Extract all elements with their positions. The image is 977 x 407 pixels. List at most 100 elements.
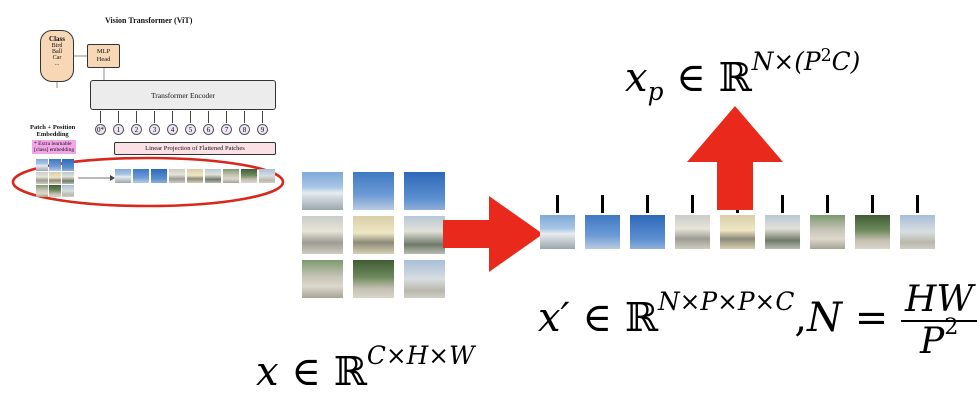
linear-projection-label: Linear Projection of Flattened Patches bbox=[145, 145, 245, 152]
image-patch bbox=[404, 172, 445, 210]
vit-grid-patch bbox=[62, 172, 74, 184]
sequence-tick bbox=[556, 195, 559, 213]
vit-grid-patch bbox=[62, 159, 74, 171]
formula-fraction: HW P2 bbox=[900, 279, 977, 362]
image-patch bbox=[302, 260, 343, 298]
vit-grid-patch bbox=[36, 172, 48, 184]
token-arrow bbox=[208, 111, 209, 123]
vit-sequence-patch bbox=[187, 169, 203, 183]
vit-connectors bbox=[11, 55, 285, 208]
token-arrow bbox=[172, 111, 173, 123]
sequence-tick bbox=[871, 195, 874, 213]
vit-sequence-patch bbox=[115, 169, 131, 183]
formula-patches: x′ ∈ ℝN×P×P×C,N = HW P2 bbox=[538, 282, 977, 360]
position-token: 5 bbox=[185, 124, 196, 135]
formula-input: x ∈ ℝC×H×W bbox=[256, 343, 475, 395]
embedding-label: Patch + Position Embedding bbox=[30, 124, 76, 138]
formula-exp: N×P×P×C bbox=[657, 286, 795, 316]
class-item: ... bbox=[54, 61, 60, 67]
formula-var: x′ bbox=[538, 295, 570, 341]
sequence-patch bbox=[855, 215, 890, 249]
formula-op: ∈ bbox=[291, 349, 321, 395]
vit-sequence-patch bbox=[241, 169, 257, 183]
position-token: 4 bbox=[167, 124, 178, 135]
sequence-patch bbox=[720, 215, 755, 249]
transformer-encoder-box: Transformer Encoder bbox=[90, 80, 276, 110]
class-item: Ball bbox=[52, 49, 62, 55]
sequence-tick bbox=[646, 195, 649, 213]
vit-grid-patch bbox=[49, 172, 61, 184]
formula-var: x bbox=[256, 349, 279, 395]
formula-set: ℝ bbox=[333, 349, 367, 395]
up-arrow-icon bbox=[687, 106, 783, 210]
formula-numerator: HW bbox=[904, 279, 974, 320]
formula-eq: = bbox=[854, 295, 889, 341]
class-item: Car bbox=[52, 55, 62, 61]
vit-grid-patch bbox=[49, 159, 61, 171]
formula-op: ∈ bbox=[582, 295, 612, 341]
image-patch bbox=[404, 260, 445, 298]
token-arrow bbox=[136, 111, 137, 123]
image-patch bbox=[353, 260, 394, 298]
vit-sequence-patch bbox=[223, 169, 239, 183]
formula-projected: xp ∈ ℝN×(P2C) bbox=[625, 48, 860, 104]
formula-var: x bbox=[625, 55, 648, 101]
sequence-tick bbox=[916, 195, 919, 213]
position-token: 3 bbox=[149, 124, 160, 135]
sequence-tick bbox=[601, 195, 604, 213]
image-patch bbox=[302, 216, 343, 254]
vit-sequence-patch bbox=[205, 169, 221, 183]
image-patch bbox=[353, 216, 394, 254]
image-patch bbox=[353, 172, 394, 210]
sequence-tick bbox=[781, 195, 784, 213]
sequence-patch bbox=[810, 215, 845, 249]
formula-sub: p bbox=[647, 76, 664, 106]
right-arrow-icon bbox=[443, 196, 543, 272]
sequence-patch bbox=[630, 215, 665, 249]
sequence-tick bbox=[826, 195, 829, 213]
sequence-patch bbox=[675, 215, 710, 249]
sequence-patch bbox=[585, 215, 620, 249]
token-arrow bbox=[226, 111, 227, 123]
formula-n: N bbox=[807, 295, 843, 341]
position-token: 2 bbox=[131, 124, 142, 135]
vit-grid-patch bbox=[62, 185, 74, 197]
formula-exp: N×(P bbox=[751, 46, 821, 76]
sequence-patch bbox=[900, 215, 935, 249]
position-token: 6 bbox=[203, 124, 214, 135]
vit-title: Vision Transformer (ViT) bbox=[105, 16, 193, 25]
linear-projection-box: Linear Projection of Flattened Patches bbox=[114, 142, 276, 155]
position-token: 9 bbox=[257, 124, 268, 135]
image-patch bbox=[302, 172, 343, 210]
mlp-head-label: MLP Head bbox=[96, 48, 111, 63]
position-token: 0* bbox=[95, 124, 106, 135]
vit-grid-patch bbox=[36, 159, 48, 171]
mlp-head-box: MLP Head bbox=[87, 44, 120, 68]
formula-op: ∈ bbox=[676, 55, 706, 101]
formula-exp-suffix: C) bbox=[831, 46, 861, 76]
vit-grid-patch bbox=[36, 185, 48, 197]
vit-sequence-patch bbox=[133, 169, 149, 183]
token-arrow bbox=[100, 111, 101, 123]
vit-grid-patch bbox=[49, 185, 61, 197]
token-arrow bbox=[154, 111, 155, 123]
formula-set: ℝ bbox=[718, 55, 752, 101]
vit-sequence-patch bbox=[169, 169, 185, 183]
token-arrow bbox=[244, 111, 245, 123]
vit-sequence-patch bbox=[259, 169, 275, 183]
position-token: 8 bbox=[239, 124, 250, 135]
image-patch bbox=[404, 216, 445, 254]
formula-sep: , bbox=[794, 295, 808, 341]
sequence-tick bbox=[691, 195, 694, 213]
sequence-patch bbox=[540, 215, 575, 249]
formula-set: ℝ bbox=[624, 295, 658, 341]
position-token: 1 bbox=[113, 124, 124, 135]
formula-denominator: P bbox=[919, 321, 945, 362]
token-arrow bbox=[262, 111, 263, 123]
token-arrow bbox=[118, 111, 119, 123]
extra-token-note: * Extra learnable [class] embedding bbox=[32, 140, 77, 154]
formula-exp-sq: 2 bbox=[820, 46, 832, 67]
token-arrow bbox=[190, 111, 191, 123]
sequence-patch bbox=[765, 215, 800, 249]
formula-den-exp: 2 bbox=[944, 314, 959, 341]
